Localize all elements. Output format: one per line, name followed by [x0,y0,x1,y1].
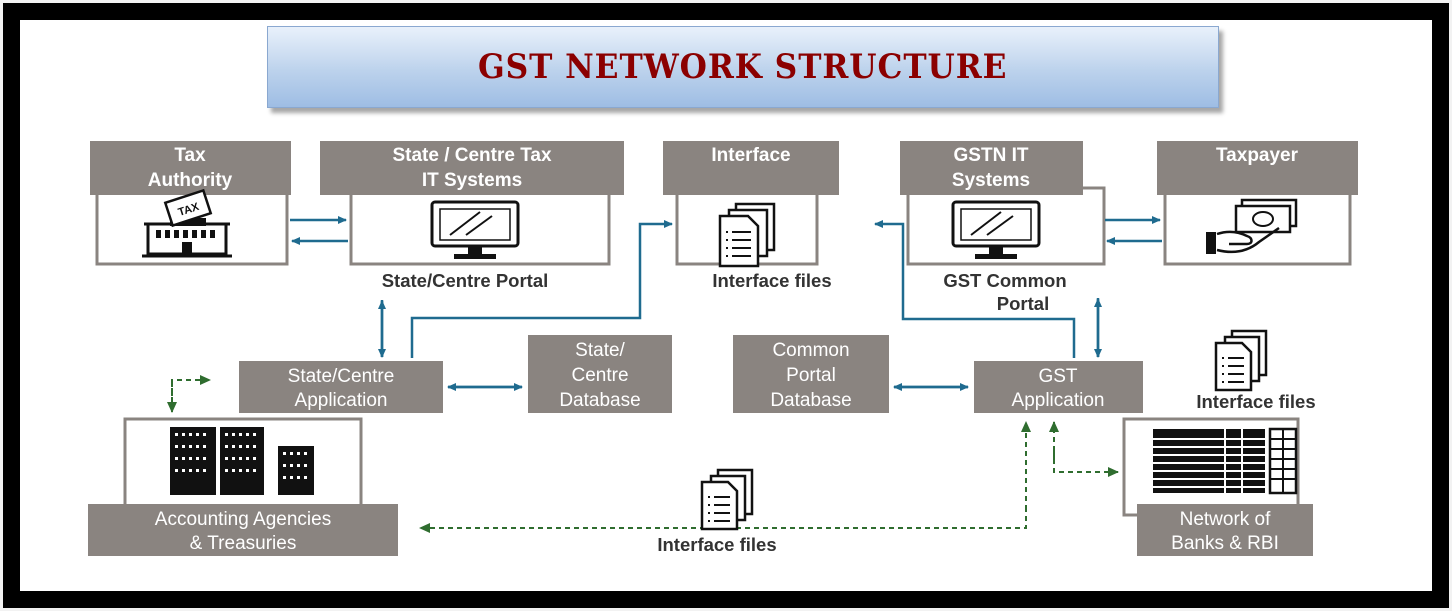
documents-icon [1214,329,1268,392]
node-interface: Interface Interface files [663,141,839,291]
node-tax-authority: Tax Authority TA [90,141,291,266]
node-label: Taxpayer [1216,145,1299,166]
node-gst-application: GST Application [974,361,1143,413]
node-accounting-agencies: Accounting Agencies & Treasuries [88,417,398,556]
node-label: Systems [952,170,1030,191]
tax-ballot-building-icon: TAX [142,188,232,258]
node-label: GST [1038,366,1077,387]
node-label: Database [559,390,640,411]
node-caption: GST Common [943,270,1066,291]
node-state-centre-application: State/Centre Application [239,361,443,413]
interface-files-label: Interface files [1196,391,1315,412]
hand-cash-icon [1206,198,1298,254]
node-label: Common [772,340,849,361]
node-label: Application [295,390,388,411]
node-label: & Treasuries [190,533,297,554]
top-row-arrows [290,216,1162,358]
node-header [900,141,1083,195]
diagram-canvas: GST NETWORK STRUCTURE Tax Authority [20,20,1432,591]
node-label: State/Centre [288,366,395,387]
node-label: Authority [148,170,233,191]
node-header [90,141,291,195]
node-label: Application [1012,390,1105,411]
node-caption: Interface files [712,270,831,291]
node-label: Portal [786,365,836,386]
node-label: State/ [575,340,625,361]
diagram-title: GST NETWORK STRUCTURE [478,47,1008,87]
node-box [733,335,889,413]
node-box [974,361,1143,413]
node-label: State / Centre Tax [392,145,552,166]
node-label: Tax [174,145,206,166]
bank-ledger-icon [1153,427,1298,495]
node-common-portal-database: Common Portal Database [733,335,889,413]
node-header [1157,141,1358,195]
node-box [1137,504,1313,556]
network-diagram: Tax Authority TA [88,141,1358,556]
interface-files-label: Interface files [657,534,776,555]
title-banner: GST NETWORK STRUCTURE [267,26,1219,108]
node-label: GSTN IT [954,145,1029,166]
node-caption: State/Centre Portal [382,270,549,291]
monitor-icon [951,200,1041,259]
node-caption: Portal [997,293,1049,314]
documents-icon [700,468,754,531]
node-box [88,504,398,556]
node-frame [906,186,1106,266]
node-label: Accounting Agencies [155,509,331,530]
documents-icon [718,202,776,268]
node-label: IT Systems [422,170,522,191]
node-label: Banks & RBI [1171,533,1279,554]
node-label: Database [770,390,851,411]
node-banks-rbi: Network of Banks & RBI [1122,417,1313,556]
dashed-flow-arrows [167,375,1119,533]
node-header [320,141,624,195]
node-state-centre-database: State/ Centre Database [528,335,672,413]
node-label: Centre [571,365,628,386]
node-gstn-it: GSTN IT Systems GST Common Portal [900,141,1106,314]
office-buildings-icon [170,427,314,495]
node-box [528,335,672,413]
node-box [239,361,443,413]
outer-frame: GST NETWORK STRUCTURE Tax Authority [3,3,1449,608]
node-label: Network of [1180,509,1272,530]
node-taxpayer: Taxpayer [1157,141,1358,266]
monitor-icon [430,200,520,259]
node-label: Interface [711,145,790,166]
node-state-centre-tax-it: State / Centre Tax IT Systems State/Cent… [320,141,624,291]
node-header [663,141,839,195]
